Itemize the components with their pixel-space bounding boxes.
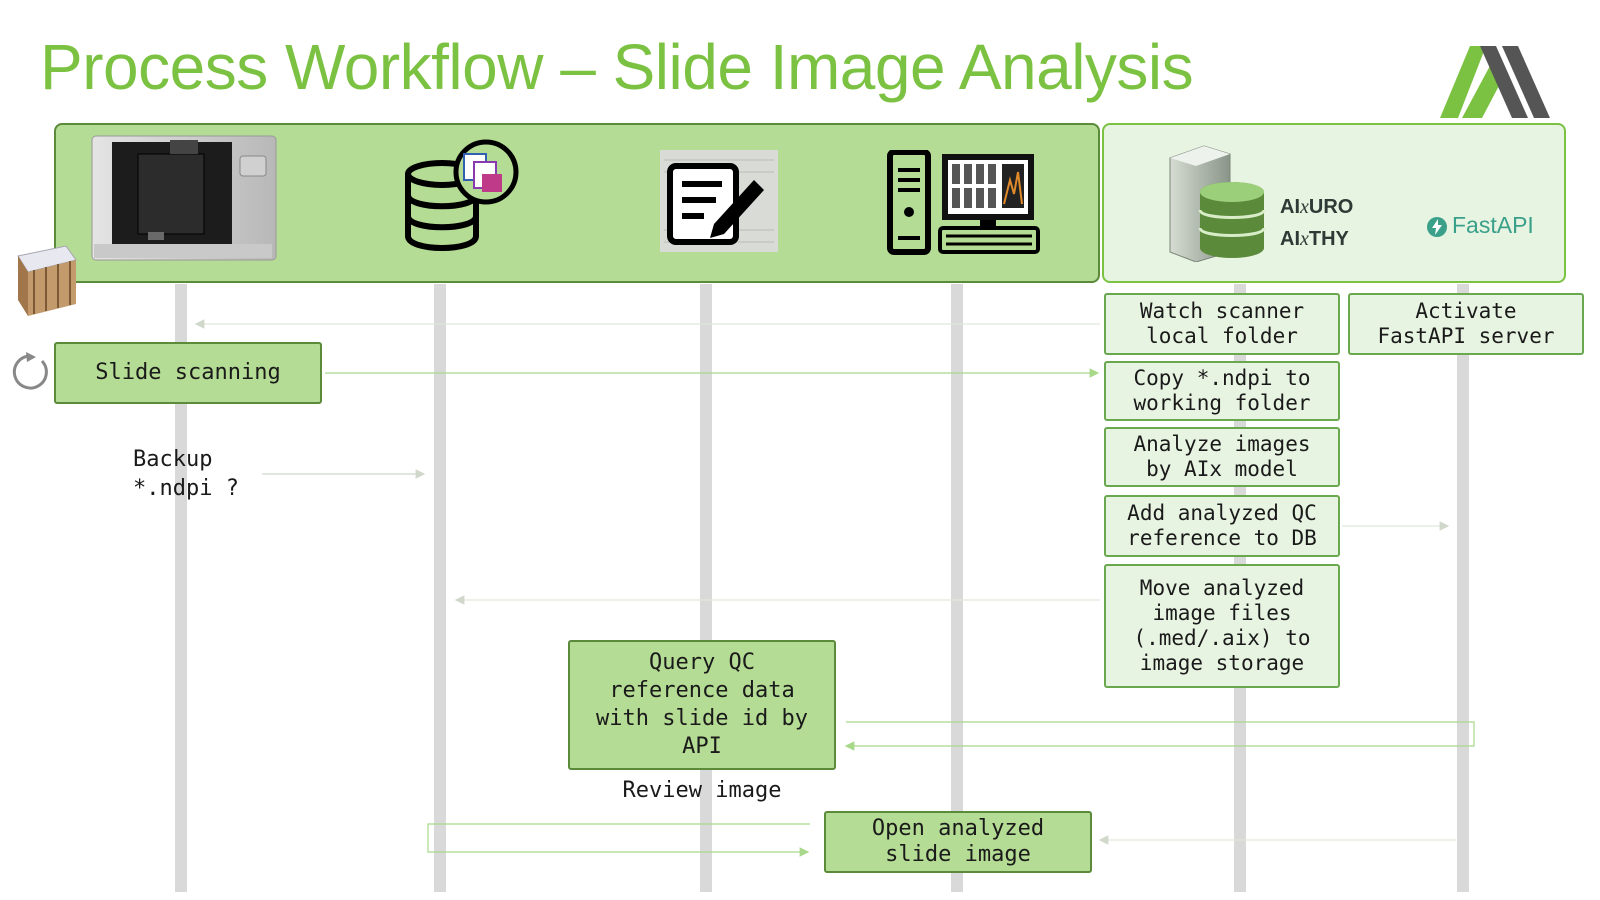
fastapi-label: FastAPI [1452, 212, 1534, 238]
lane-scanner [175, 284, 187, 892]
analyze-images-box: Analyze images by AIx model [1104, 427, 1340, 487]
move-files-box: Move analyzed image files (.med/.aix) to… [1104, 564, 1340, 688]
server-database-icon [1169, 145, 1266, 262]
lane-workstation [951, 284, 963, 892]
add-reference-box: Add analyzed QC reference to DB [1104, 495, 1340, 557]
workstation-icon [887, 150, 1040, 255]
slide-scanning-box: Slide scanning [54, 342, 322, 404]
lane-fastapi [1457, 284, 1469, 892]
copy-ndpi-box: Copy *.ndpi to working folder [1104, 361, 1340, 421]
query-qc-box: Query QC reference data with slide id by… [568, 640, 836, 770]
slide-rack-icon [17, 245, 77, 316]
aix-thy-label: AIxTHY [1280, 228, 1349, 250]
lane-storage [434, 284, 446, 892]
open-analyzed-box: Open analyzed slide image [824, 811, 1092, 873]
arrow-query-api-roundtrip [844, 721, 1475, 751]
refresh-icon [12, 352, 48, 390]
page-title: Process Workflow – Slide Image Analysis [40, 31, 1194, 103]
aix-uro-label: AIxURO [1280, 196, 1354, 218]
activate-fastapi-box: Activate FastAPI server [1348, 293, 1584, 355]
company-logo [1440, 46, 1550, 118]
watch-folder-box: Watch scanner local folder [1104, 293, 1340, 355]
backup-label: Backup *.ndpi ? [133, 447, 239, 501]
review-image-label: Review image [622, 778, 782, 803]
database-icon [405, 139, 519, 251]
arrow-open-image-roundtrip [427, 823, 810, 857]
fastapi-icon [1427, 217, 1447, 237]
report-edit-icon [660, 150, 778, 252]
scanner-icon [91, 135, 277, 261]
